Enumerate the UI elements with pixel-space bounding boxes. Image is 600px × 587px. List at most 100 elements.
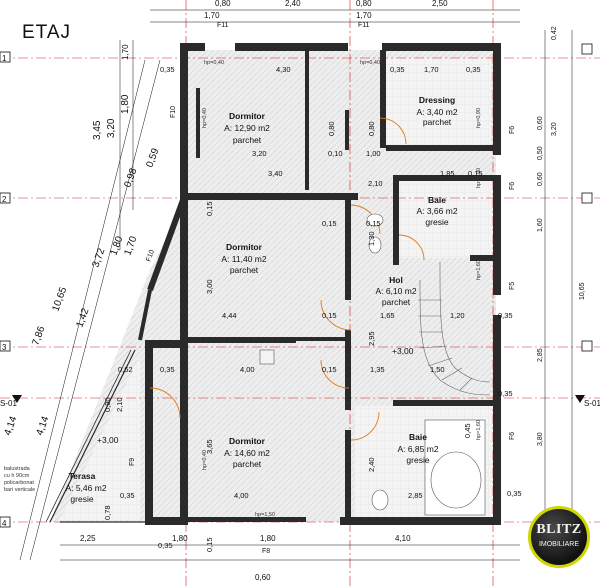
svg-text:A: 6,85 m2: A: 6,85 m2 — [397, 444, 438, 454]
room-labels: Dormitor A: 12,90 m2 parchet Dressing A:… — [65, 95, 457, 504]
svg-text:A: 5,46 m2: A: 5,46 m2 — [65, 483, 106, 493]
bottom-dimension-texts: 2,25 1,80 1,80 4,10 0,60 — [80, 534, 411, 582]
svg-text:S-01: S-01 — [584, 399, 600, 408]
svg-text:1,30: 1,30 — [367, 231, 376, 246]
svg-text:Dormitor: Dormitor — [229, 111, 266, 121]
svg-text:1,80: 1,80 — [120, 94, 131, 114]
dimension-lines — [19, 9, 573, 561]
room-label-dormitor-1: Dormitor A: 12,90 m2 parchet — [224, 111, 270, 145]
door-swings — [149, 117, 425, 441]
svg-text:cu h 90cm: cu h 90cm — [4, 473, 30, 479]
sill-height-labels: hp=0,40 hp=0,40 hp=0,40 hp=0,40 hp=1,50 … — [202, 60, 482, 518]
svg-text:4: 4 — [2, 519, 7, 528]
svg-text:balustrada: balustrada — [4, 466, 31, 472]
svg-text:3,00: 3,00 — [205, 279, 214, 294]
bathroom-fixtures — [259, 213, 486, 516]
svg-text:0,60: 0,60 — [537, 116, 544, 130]
top-dimension-texts: 0,80 2,40 0,80 2,50 1,70 1,70 — [204, 0, 448, 20]
svg-text:0,78: 0,78 — [103, 505, 112, 520]
svg-text:3,20: 3,20 — [252, 149, 267, 158]
svg-text:0,35: 0,35 — [507, 489, 522, 498]
room-label-terasa: Terasa A: 5,46 m2 gresie — [65, 471, 106, 504]
svg-text:hp=0,40: hp=0,40 — [202, 450, 208, 470]
svg-text:hp=0,90: hp=0,90 — [476, 168, 482, 188]
svg-text:2: 2 — [2, 195, 7, 204]
svg-text:1: 1 — [2, 54, 7, 63]
svg-text:2,10: 2,10 — [115, 397, 124, 412]
svg-text:1,70: 1,70 — [424, 65, 439, 74]
svg-text:10,65: 10,65 — [50, 285, 69, 313]
svg-text:1,65: 1,65 — [380, 311, 395, 320]
svg-text:bari verticale: bari verticale — [4, 487, 35, 493]
svg-text:0,60: 0,60 — [255, 573, 271, 582]
svg-text:parchet: parchet — [382, 297, 411, 307]
svg-text:0,35: 0,35 — [160, 65, 175, 74]
svg-text:0,35: 0,35 — [120, 491, 135, 500]
svg-text:0,80: 0,80 — [367, 121, 376, 136]
svg-text:gresie: gresie — [406, 455, 429, 465]
right-dimension-texts: 0,42 3,20 0,60 0,50 0,60 1,60 2,85 3,80 … — [537, 26, 586, 446]
svg-text:1,70: 1,70 — [122, 235, 139, 257]
svg-text:gresie: gresie — [70, 494, 93, 504]
svg-text:1,50: 1,50 — [430, 365, 445, 374]
svg-text:hp=0,90: hp=0,90 — [476, 108, 482, 128]
svg-text:F5: F5 — [509, 282, 516, 290]
svg-text:1,42: 1,42 — [74, 307, 91, 329]
svg-text:0,15: 0,15 — [322, 219, 337, 228]
svg-text:0,35: 0,35 — [160, 365, 175, 374]
svg-text:0,15: 0,15 — [322, 311, 337, 320]
svg-text:Dormitor: Dormitor — [229, 436, 266, 446]
svg-text:3,80: 3,80 — [537, 432, 544, 446]
svg-text:hp=1,50: hp=1,50 — [255, 512, 275, 518]
svg-text:0,15: 0,15 — [205, 201, 214, 216]
svg-text:1,35: 1,35 — [370, 365, 385, 374]
svg-text:0,80: 0,80 — [327, 121, 336, 136]
svg-text:0,90: 0,90 — [103, 397, 112, 412]
svg-text:1,70: 1,70 — [121, 44, 130, 60]
svg-text:2,85: 2,85 — [537, 348, 544, 362]
svg-text:3,65: 3,65 — [205, 439, 214, 454]
svg-text:1,00: 1,00 — [366, 149, 381, 158]
svg-text:1,70: 1,70 — [356, 11, 372, 20]
svg-text:Baie: Baie — [428, 195, 446, 205]
svg-text:0,80: 0,80 — [356, 0, 372, 8]
svg-text:2,25: 2,25 — [80, 534, 96, 543]
svg-text:hp=0,40: hp=0,40 — [360, 60, 380, 66]
svg-text:0,45: 0,45 — [463, 423, 472, 438]
svg-text:policarbonat: policarbonat — [4, 480, 34, 486]
svg-text:parchet: parchet — [233, 459, 262, 469]
walls — [145, 43, 501, 525]
svg-text:hp=0,40: hp=0,40 — [202, 108, 208, 128]
room-label-dressing: Dressing A: 3,40 m2 parchet — [416, 95, 457, 127]
svg-text:4,14: 4,14 — [34, 415, 51, 437]
svg-text:0,60: 0,60 — [537, 172, 544, 186]
svg-text:0,35: 0,35 — [390, 65, 405, 74]
axis-markers — [0, 43, 593, 528]
terrace-railing-note: balustrada cu h 90cm policarbonat bari v… — [4, 466, 35, 493]
svg-text:A: 6,10 m2: A: 6,10 m2 — [375, 286, 416, 296]
logo-brand-name: BLITZ — [536, 522, 582, 537]
svg-text:1,85: 1,85 — [440, 169, 455, 178]
svg-text:0,15: 0,15 — [205, 537, 214, 552]
svg-text:7,86: 7,86 — [30, 325, 47, 347]
svg-text:4,30: 4,30 — [276, 65, 291, 74]
svg-text:Dormitor: Dormitor — [226, 242, 263, 252]
svg-text:4,00: 4,00 — [234, 491, 249, 500]
svg-text:0,35: 0,35 — [498, 311, 513, 320]
svg-text:F8: F8 — [262, 548, 270, 555]
svg-text:2,40: 2,40 — [285, 0, 301, 8]
svg-text:1,60: 1,60 — [537, 218, 544, 232]
elevation-marks: +3,00 +3,00 — [97, 346, 414, 445]
room-label-baie-1: Baie A: 3,66 m2 gresie — [416, 195, 457, 227]
svg-text:3,45: 3,45 — [92, 120, 103, 140]
svg-text:0,15: 0,15 — [468, 169, 483, 178]
svg-text:0,15: 0,15 — [322, 365, 337, 374]
svg-text:hp=1,60: hp=1,60 — [476, 420, 482, 440]
svg-text:3: 3 — [2, 343, 7, 352]
svg-text:parchet: parchet — [233, 135, 262, 145]
svg-text:+3,00: +3,00 — [97, 435, 119, 445]
svg-text:2,95: 2,95 — [367, 331, 376, 346]
svg-text:3,40: 3,40 — [268, 169, 283, 178]
svg-text:F10: F10 — [145, 249, 156, 263]
